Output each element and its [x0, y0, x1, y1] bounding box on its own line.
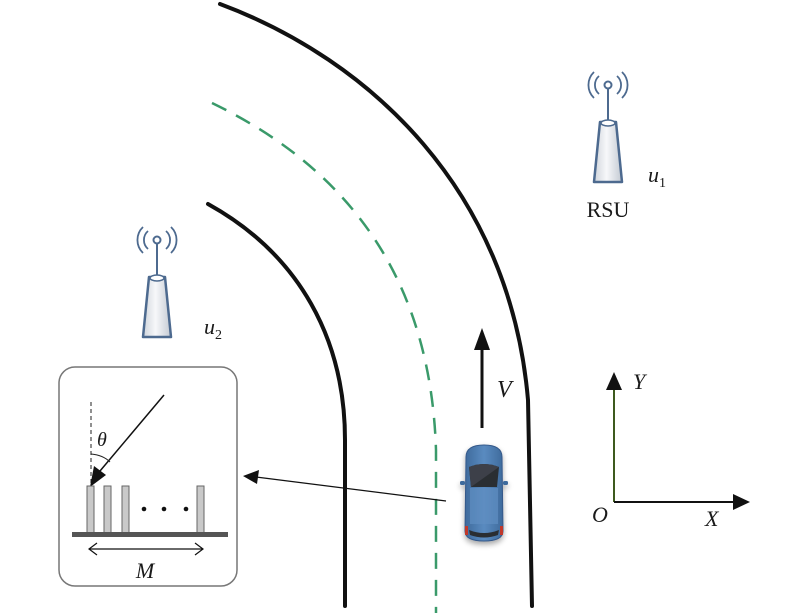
road-outer-edge [218, 2, 534, 608]
rsu-tower-icon [587, 71, 629, 184]
antenna-element [121, 485, 130, 534]
lane-divider-dashed [211, 101, 438, 613]
rsu-1-user-label: u1 [648, 162, 666, 191]
car-topview-icon [460, 444, 508, 542]
rsu-2-user-label: u2 [204, 314, 222, 343]
coordinate-axes [606, 372, 750, 510]
antenna-element [86, 485, 95, 534]
axis-x-label: X [704, 506, 720, 531]
link-arrow [243, 470, 447, 502]
rsu-1 [587, 71, 629, 184]
velocity-arrow [474, 328, 490, 428]
road-inner-edge [206, 202, 347, 608]
rsu-tower-icon [136, 226, 178, 339]
angle-theta-label: θ [97, 429, 107, 451]
antenna-element [103, 485, 112, 534]
rsu-caption: RSU [587, 197, 630, 222]
ellipsis-dot [141, 506, 147, 512]
incident-wave-arrow [99, 394, 165, 472]
antenna-element [196, 485, 205, 534]
velocity-label: V [497, 377, 514, 403]
angle-arc [90, 453, 111, 463]
aperture-m-label: M [135, 558, 156, 583]
ellipsis-dot [183, 506, 189, 512]
aperture-dimension-arrow [88, 542, 204, 556]
axis-origin-label: O [592, 502, 608, 527]
axis-y-label: Y [633, 369, 648, 394]
rsu-2 [136, 226, 178, 339]
ellipsis-dot [161, 506, 167, 512]
antenna-array-inset: θ M [58, 366, 238, 587]
ground-plane [72, 532, 228, 537]
